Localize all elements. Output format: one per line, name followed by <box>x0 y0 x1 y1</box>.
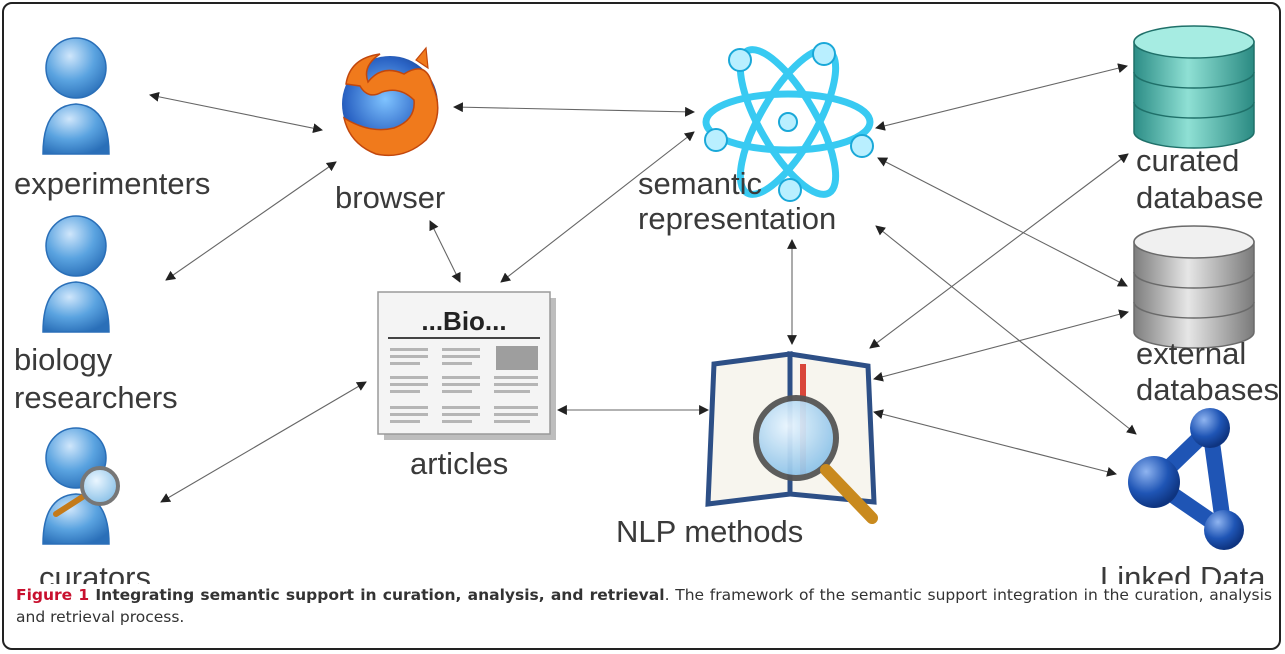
articles-newspaper-icon: ...Bio... <box>377 291 556 440</box>
arrow-nlp-linked <box>873 409 1117 477</box>
arrow-browser-semantic <box>453 102 695 117</box>
arrow-nlp-external <box>873 309 1129 382</box>
curators-person-magnifier-icon <box>42 427 120 545</box>
label-articles: articles <box>410 446 508 481</box>
caption-figure-number: Figure 1 <box>16 586 90 604</box>
label-biology-line2: researchers <box>14 380 178 415</box>
label-external-line1: external <box>1136 336 1246 371</box>
connection-arrows <box>149 63 1137 503</box>
arrow-curators-articles <box>160 381 367 503</box>
browser-firefox-icon <box>342 46 439 157</box>
label-curated-line2: database <box>1136 180 1264 215</box>
label-external-line2: databases <box>1136 372 1279 407</box>
label-biology-line1: biology <box>14 342 113 377</box>
arrow-semantic-curated <box>875 63 1128 131</box>
caption-title: Integrating semantic support in curation… <box>95 586 665 604</box>
label-curated-line1: curated <box>1136 143 1239 178</box>
arrow-semantic-linked <box>875 225 1137 435</box>
external-databases-icon <box>1133 225 1255 349</box>
label-curators: curators <box>39 560 151 584</box>
label-browser: browser <box>335 180 445 215</box>
semantic-representation-atom-icon <box>702 42 874 202</box>
nlp-methods-book-icon <box>705 351 878 524</box>
arrow-biology-browser <box>165 161 337 281</box>
curated-database-icon <box>1133 25 1255 149</box>
linked-data-icon <box>1128 408 1244 550</box>
label-experimenters: experimenters <box>14 166 210 201</box>
diagram-canvas: ...Bio... <box>14 25 1279 584</box>
arrow-experimenters-browser <box>149 91 323 134</box>
biology-researchers-person-icon <box>42 215 110 333</box>
arrow-nlp-curated <box>869 153 1129 349</box>
label-semantic-line2: representation <box>638 201 836 236</box>
figure-caption: Figure 1 Integrating semantic support in… <box>16 584 1272 628</box>
experimenters-person-icon <box>42 37 110 155</box>
label-nlp-methods: NLP methods <box>616 514 803 549</box>
label-semantic-line1: semantic <box>638 166 762 201</box>
arrow-articles-semantic <box>500 131 695 283</box>
arrow-semantic-external <box>877 157 1128 287</box>
caption-title-group: Figure 1 Integrating semantic support in… <box>16 586 665 604</box>
label-linked-data: Linked Data <box>1100 560 1266 584</box>
caption-text: . The framework of the semantic support … <box>16 586 1272 626</box>
arrow-browser-articles <box>429 220 461 283</box>
article-headline: ...Bio... <box>421 306 506 336</box>
